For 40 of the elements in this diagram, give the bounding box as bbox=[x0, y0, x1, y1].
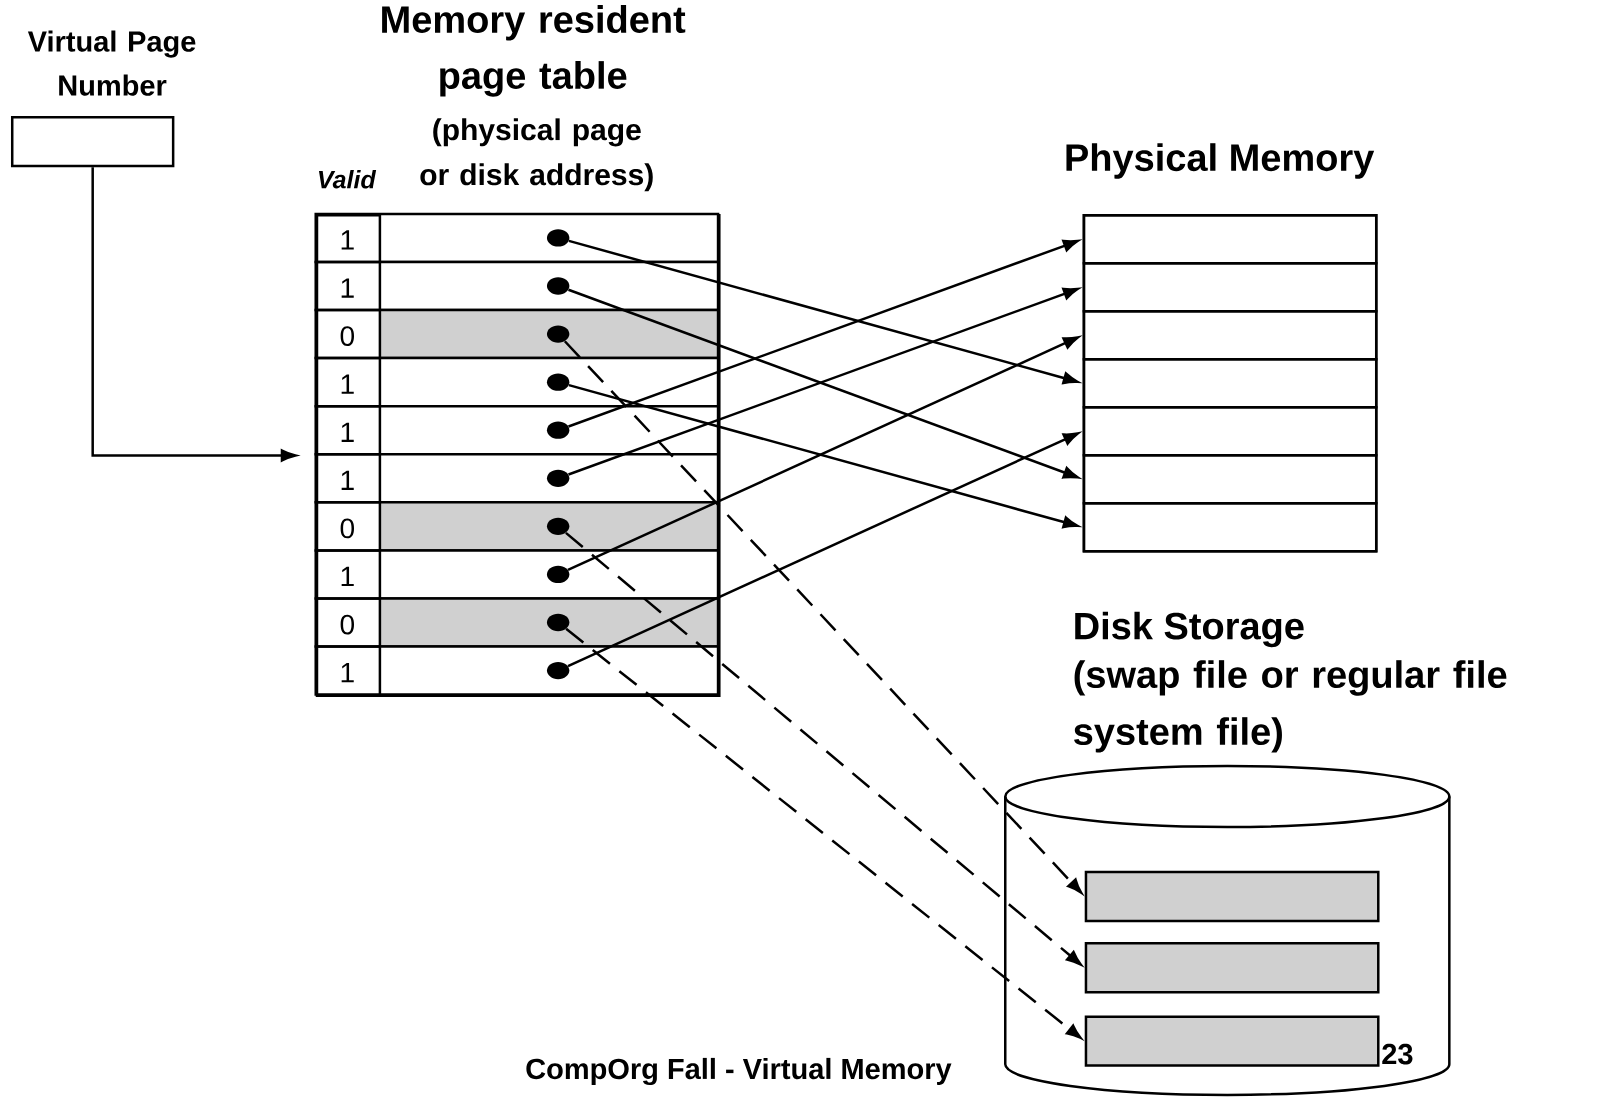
memory-frame bbox=[1082, 357, 1378, 409]
memory-frame bbox=[1082, 309, 1378, 361]
footer-text: CompOrg Fall - Virtual Memory bbox=[526, 1057, 952, 1086]
memory-frame bbox=[1082, 261, 1378, 313]
memory-frame bbox=[1082, 502, 1378, 553]
page-number: 23 bbox=[1382, 1043, 1413, 1065]
disk-page bbox=[1084, 1015, 1380, 1067]
pointer-dot bbox=[546, 565, 570, 584]
memory-frame bbox=[1082, 454, 1378, 505]
memory-frame bbox=[1082, 406, 1378, 457]
valid-bit: 0 bbox=[340, 326, 354, 346]
valid-bit: 1 bbox=[341, 230, 354, 250]
heading: Memory resident page table bbox=[382, 5, 686, 97]
pointer-dot bbox=[546, 613, 570, 632]
arrow bbox=[565, 627, 1082, 1039]
heading: Disk Storage bbox=[1075, 611, 1304, 648]
pointer-dot bbox=[546, 373, 570, 391]
valid-bit: 1 bbox=[341, 470, 354, 490]
valid-bit: 1 bbox=[341, 374, 354, 394]
column-header: (physical page or disk address) bbox=[420, 118, 653, 192]
pointer-dot bbox=[546, 421, 570, 439]
heading: Virtual Page Number bbox=[27, 30, 196, 96]
valid-bit: 1 bbox=[341, 422, 354, 442]
memory-frame bbox=[1082, 213, 1378, 265]
valid-bit: 1 bbox=[341, 278, 354, 298]
pointer-dot bbox=[546, 661, 570, 680]
pointer-dot bbox=[546, 229, 570, 247]
valid-bit: 1 bbox=[341, 663, 354, 683]
pointer-dot bbox=[546, 277, 570, 295]
disk-page bbox=[1084, 870, 1380, 923]
heading: Physical Memory bbox=[1066, 143, 1375, 179]
valid-bit: 1 bbox=[341, 566, 354, 587]
heading: (swap file or regular file system file) bbox=[1074, 660, 1507, 753]
valid-bit: 0 bbox=[340, 518, 354, 539]
pointer-dot bbox=[546, 517, 570, 535]
pointer-dot bbox=[546, 325, 570, 343]
disk-page bbox=[1084, 942, 1380, 994]
valid-bit: 0 bbox=[340, 614, 354, 635]
column-header: Valid bbox=[319, 170, 377, 189]
pointer-dot bbox=[546, 469, 570, 487]
